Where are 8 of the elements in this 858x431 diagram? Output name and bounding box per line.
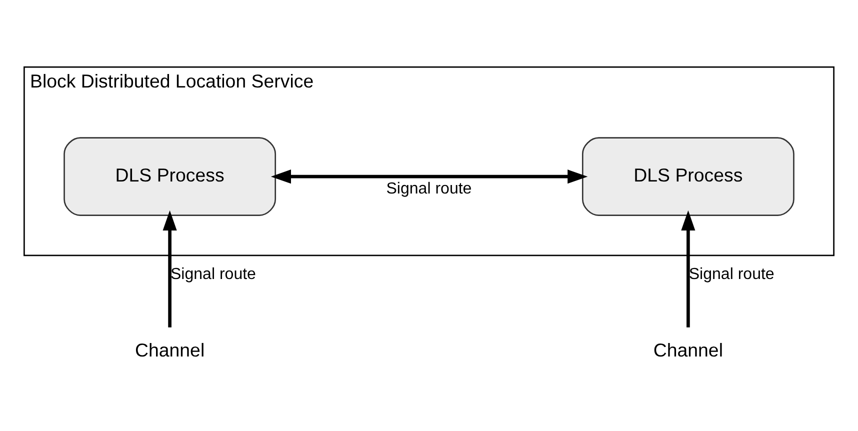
edge-label: Signal route [386, 178, 472, 197]
node-box: DLS Process [582, 136, 794, 216]
node-text: Channel [134, 339, 205, 360]
arrow [162, 210, 177, 327]
node-box: DLS Process [64, 136, 276, 216]
node-text: Channel [653, 339, 724, 360]
arrow [270, 169, 588, 184]
arrow [681, 210, 696, 327]
